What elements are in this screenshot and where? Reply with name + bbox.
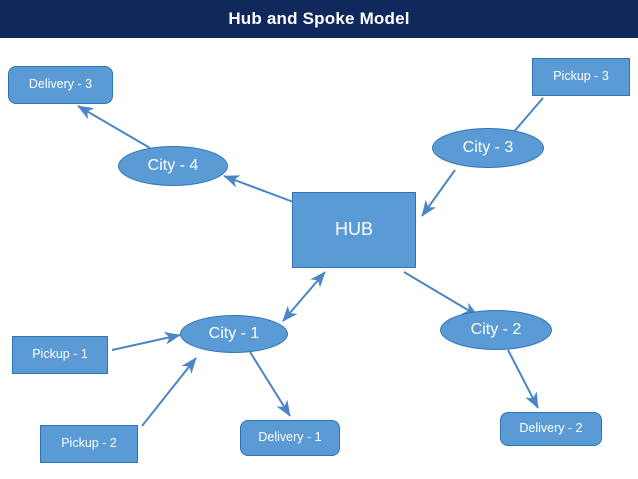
node-label: City - 2 — [470, 321, 522, 339]
node-label: City - 3 — [462, 139, 514, 157]
node-delivery-2[interactable]: Delivery - 2 — [500, 412, 602, 446]
node-pickup-1[interactable]: Pickup - 1 — [12, 336, 108, 374]
node-city-4[interactable]: City - 4 — [118, 146, 228, 186]
connector-hub-city4 — [223, 175, 297, 204]
connector-pickup3-city3 — [511, 97, 544, 135]
node-city-3[interactable]: City - 3 — [432, 128, 544, 168]
node-city-2[interactable]: City - 2 — [440, 310, 552, 350]
connector-pickup1-city1 — [111, 332, 181, 351]
node-city-1[interactable]: City - 1 — [180, 315, 288, 353]
node-label: Pickup - 2 — [61, 436, 117, 451]
node-label: HUB — [334, 219, 373, 240]
connector-city1-hub — [282, 271, 326, 322]
node-pickup-3[interactable]: Pickup - 3 — [532, 58, 630, 96]
node-label: Pickup - 3 — [553, 69, 609, 84]
node-label: Pickup - 1 — [32, 347, 88, 362]
slide-title-bar: Hub and Spoke Model — [0, 0, 638, 38]
page-title: Hub and Spoke Model — [228, 9, 410, 28]
node-label: Delivery - 2 — [519, 421, 583, 436]
diagram-area: Delivery - 3 Pickup - 3 City - 4 City - … — [0, 38, 638, 479]
connector-city3-hub — [421, 169, 456, 217]
node-pickup-2[interactable]: Pickup - 2 — [40, 425, 138, 463]
node-label: City - 4 — [147, 157, 199, 175]
node-delivery-3[interactable]: Delivery - 3 — [8, 66, 113, 104]
connector-hub-city2 — [403, 271, 479, 317]
node-delivery-1[interactable]: Delivery - 1 — [240, 420, 340, 456]
node-label: Delivery - 1 — [258, 430, 322, 445]
node-label: City - 1 — [208, 325, 260, 343]
connector-city1-delivery1 — [249, 351, 291, 417]
connector-pickup2-city1 — [141, 357, 197, 427]
connector-city2-delivery2 — [507, 349, 539, 409]
connector-city4-delivery3 — [77, 105, 151, 149]
node-hub[interactable]: HUB — [292, 192, 416, 268]
node-label: Delivery - 3 — [28, 77, 93, 92]
